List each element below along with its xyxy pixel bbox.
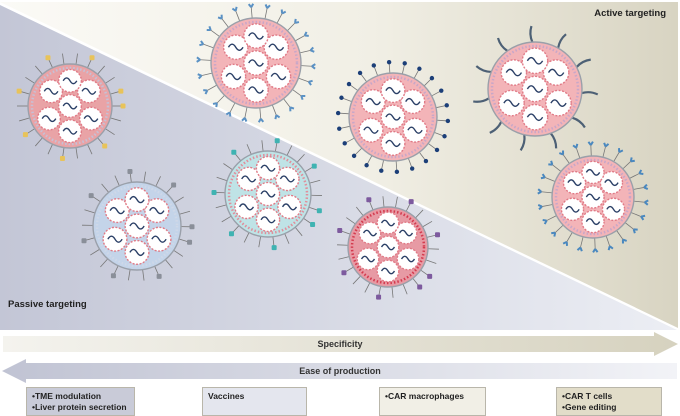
passive-lnp-teal-ligands <box>211 138 322 251</box>
passive-targeting-label: Passive targeting <box>8 299 87 310</box>
application-item: CAR T cells <box>562 391 656 402</box>
specificity-label: Specificity <box>317 339 363 349</box>
passive-lnp-purple-ligands <box>337 196 441 300</box>
active-lnp-navy-ligands <box>335 59 451 175</box>
active-lnp-squiggle-ligands <box>473 25 599 151</box>
application-item: Vaccines <box>208 391 245 401</box>
application-box-vaccines: Vaccines <box>202 387 307 416</box>
ease-of-production-arrow <box>2 359 677 383</box>
active-lnp-blue-ligands <box>196 3 316 123</box>
passive-lnp-grey-ligands <box>81 168 195 281</box>
application-box-car-t: CAR T cells Gene editing <box>556 387 662 416</box>
application-box-tme: TME modulation Liver protein secretion <box>26 387 135 416</box>
active-targeting-label: Active targeting <box>594 8 666 19</box>
application-item: Gene editing <box>562 402 656 413</box>
active-lnp-antibody-ligands <box>537 141 649 253</box>
application-item: TME modulation <box>32 391 129 402</box>
passive-lnp-yellow-ligands <box>16 53 126 161</box>
application-item: Liver protein secretion <box>32 402 129 413</box>
application-box-car-macrophages: CAR macrophages <box>379 387 486 416</box>
ease-of-production-label: Ease of production <box>299 366 381 376</box>
application-item: CAR macrophages <box>385 391 480 402</box>
specificity-arrow <box>3 332 678 356</box>
